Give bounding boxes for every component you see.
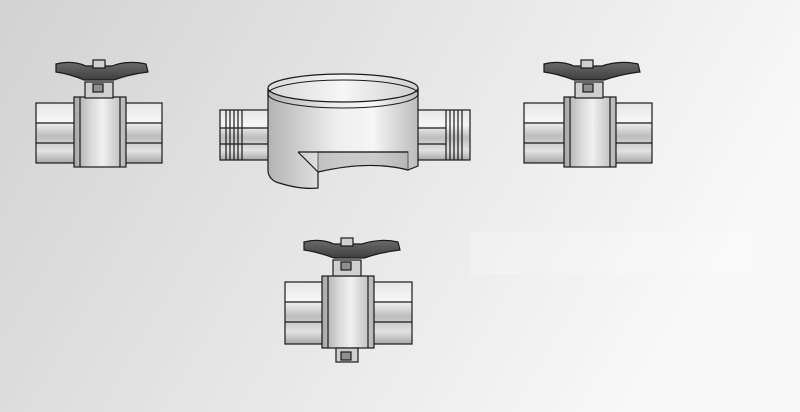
valve-right-end-right <box>611 102 653 164</box>
meter-right-connector <box>411 109 471 161</box>
ball-valve-right <box>523 59 653 168</box>
meter-right-thread <box>445 110 463 160</box>
faint-overlay-band <box>470 232 758 274</box>
valve-bottom-end-left <box>284 281 328 345</box>
ball-valve-bottom <box>284 237 413 363</box>
valve-left-body <box>73 96 127 168</box>
water-meter <box>219 73 471 189</box>
meter-left-thread <box>225 110 243 160</box>
valve-right-body <box>563 96 617 168</box>
valve-bottom-body <box>321 275 375 349</box>
valve-left-handle <box>55 61 149 81</box>
valve-left-end-left <box>35 102 77 164</box>
valve-bottom-handle <box>303 239 401 259</box>
meter-top-lid <box>267 73 419 103</box>
valve-left-end-right <box>121 102 163 164</box>
meter-left-connector <box>219 109 273 161</box>
valve-right-end-left <box>523 102 567 164</box>
valve-right-handle <box>543 61 641 81</box>
ball-valve-left <box>35 59 163 168</box>
valve-bottom-end-right <box>369 281 413 345</box>
